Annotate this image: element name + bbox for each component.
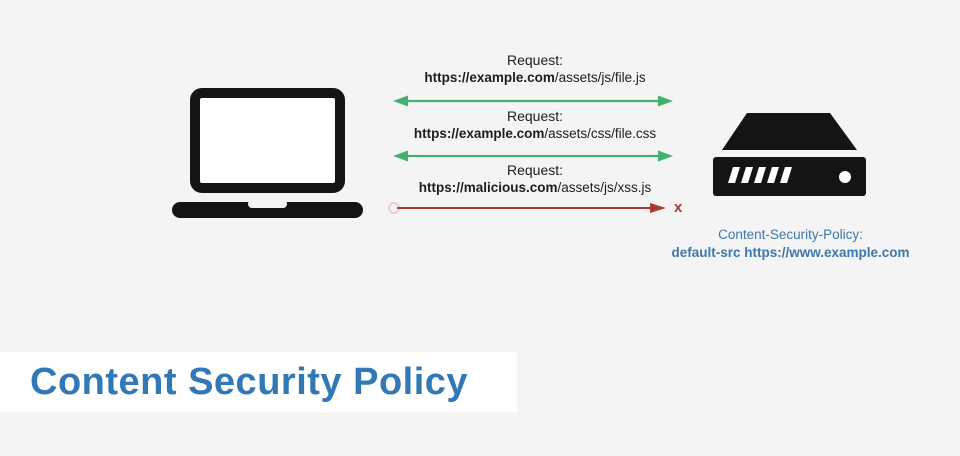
request-label: Request:	[506, 162, 564, 178]
laptop-screen	[190, 88, 345, 193]
request-path: /assets/js/file.js	[554, 70, 646, 85]
request-label: Request:	[506, 108, 564, 124]
request-url: https://malicious.com/assets/js/xss.js	[395, 179, 675, 196]
page-title: Content Security Policy	[30, 361, 469, 403]
request-url: https://example.com/assets/css/file.css	[395, 125, 675, 142]
request-label: Request:	[506, 52, 564, 68]
request-path: /assets/js/xss.js	[557, 180, 652, 195]
laptop-base-notch	[248, 200, 287, 208]
server-vents	[728, 167, 792, 183]
request-group-1: Request: https://example.com/assets/js/f…	[395, 52, 675, 86]
request-origin: https://example.com	[413, 126, 545, 141]
csp-header: Content-Security-Policy:	[718, 227, 863, 242]
blocked-arrow-icon	[388, 202, 666, 214]
csp-policy-block: Content-Security-Policy: default-src htt…	[648, 226, 933, 262]
allowed-arrow-icon	[393, 150, 673, 162]
request-path: /assets/css/file.css	[544, 126, 657, 141]
request-origin: https://example.com	[424, 70, 555, 85]
blocked-x-mark: x	[674, 199, 683, 216]
server-body	[713, 157, 866, 196]
request-url: https://example.com/assets/js/file.js	[395, 69, 675, 86]
server-light	[839, 171, 851, 183]
laptop-base	[172, 202, 363, 218]
server-icon	[713, 113, 866, 196]
request-group-2: Request: https://example.com/assets/css/…	[395, 108, 675, 142]
server-lid	[722, 113, 857, 150]
request-origin: https://malicious.com	[418, 180, 558, 195]
csp-directive: default-src https://www.example.com	[671, 245, 910, 260]
request-group-3: Request: https://malicious.com/assets/js…	[395, 162, 675, 196]
title-banner: Content Security Policy	[0, 352, 517, 412]
client-laptop-icon	[172, 88, 363, 218]
allowed-arrow-icon	[393, 95, 673, 107]
